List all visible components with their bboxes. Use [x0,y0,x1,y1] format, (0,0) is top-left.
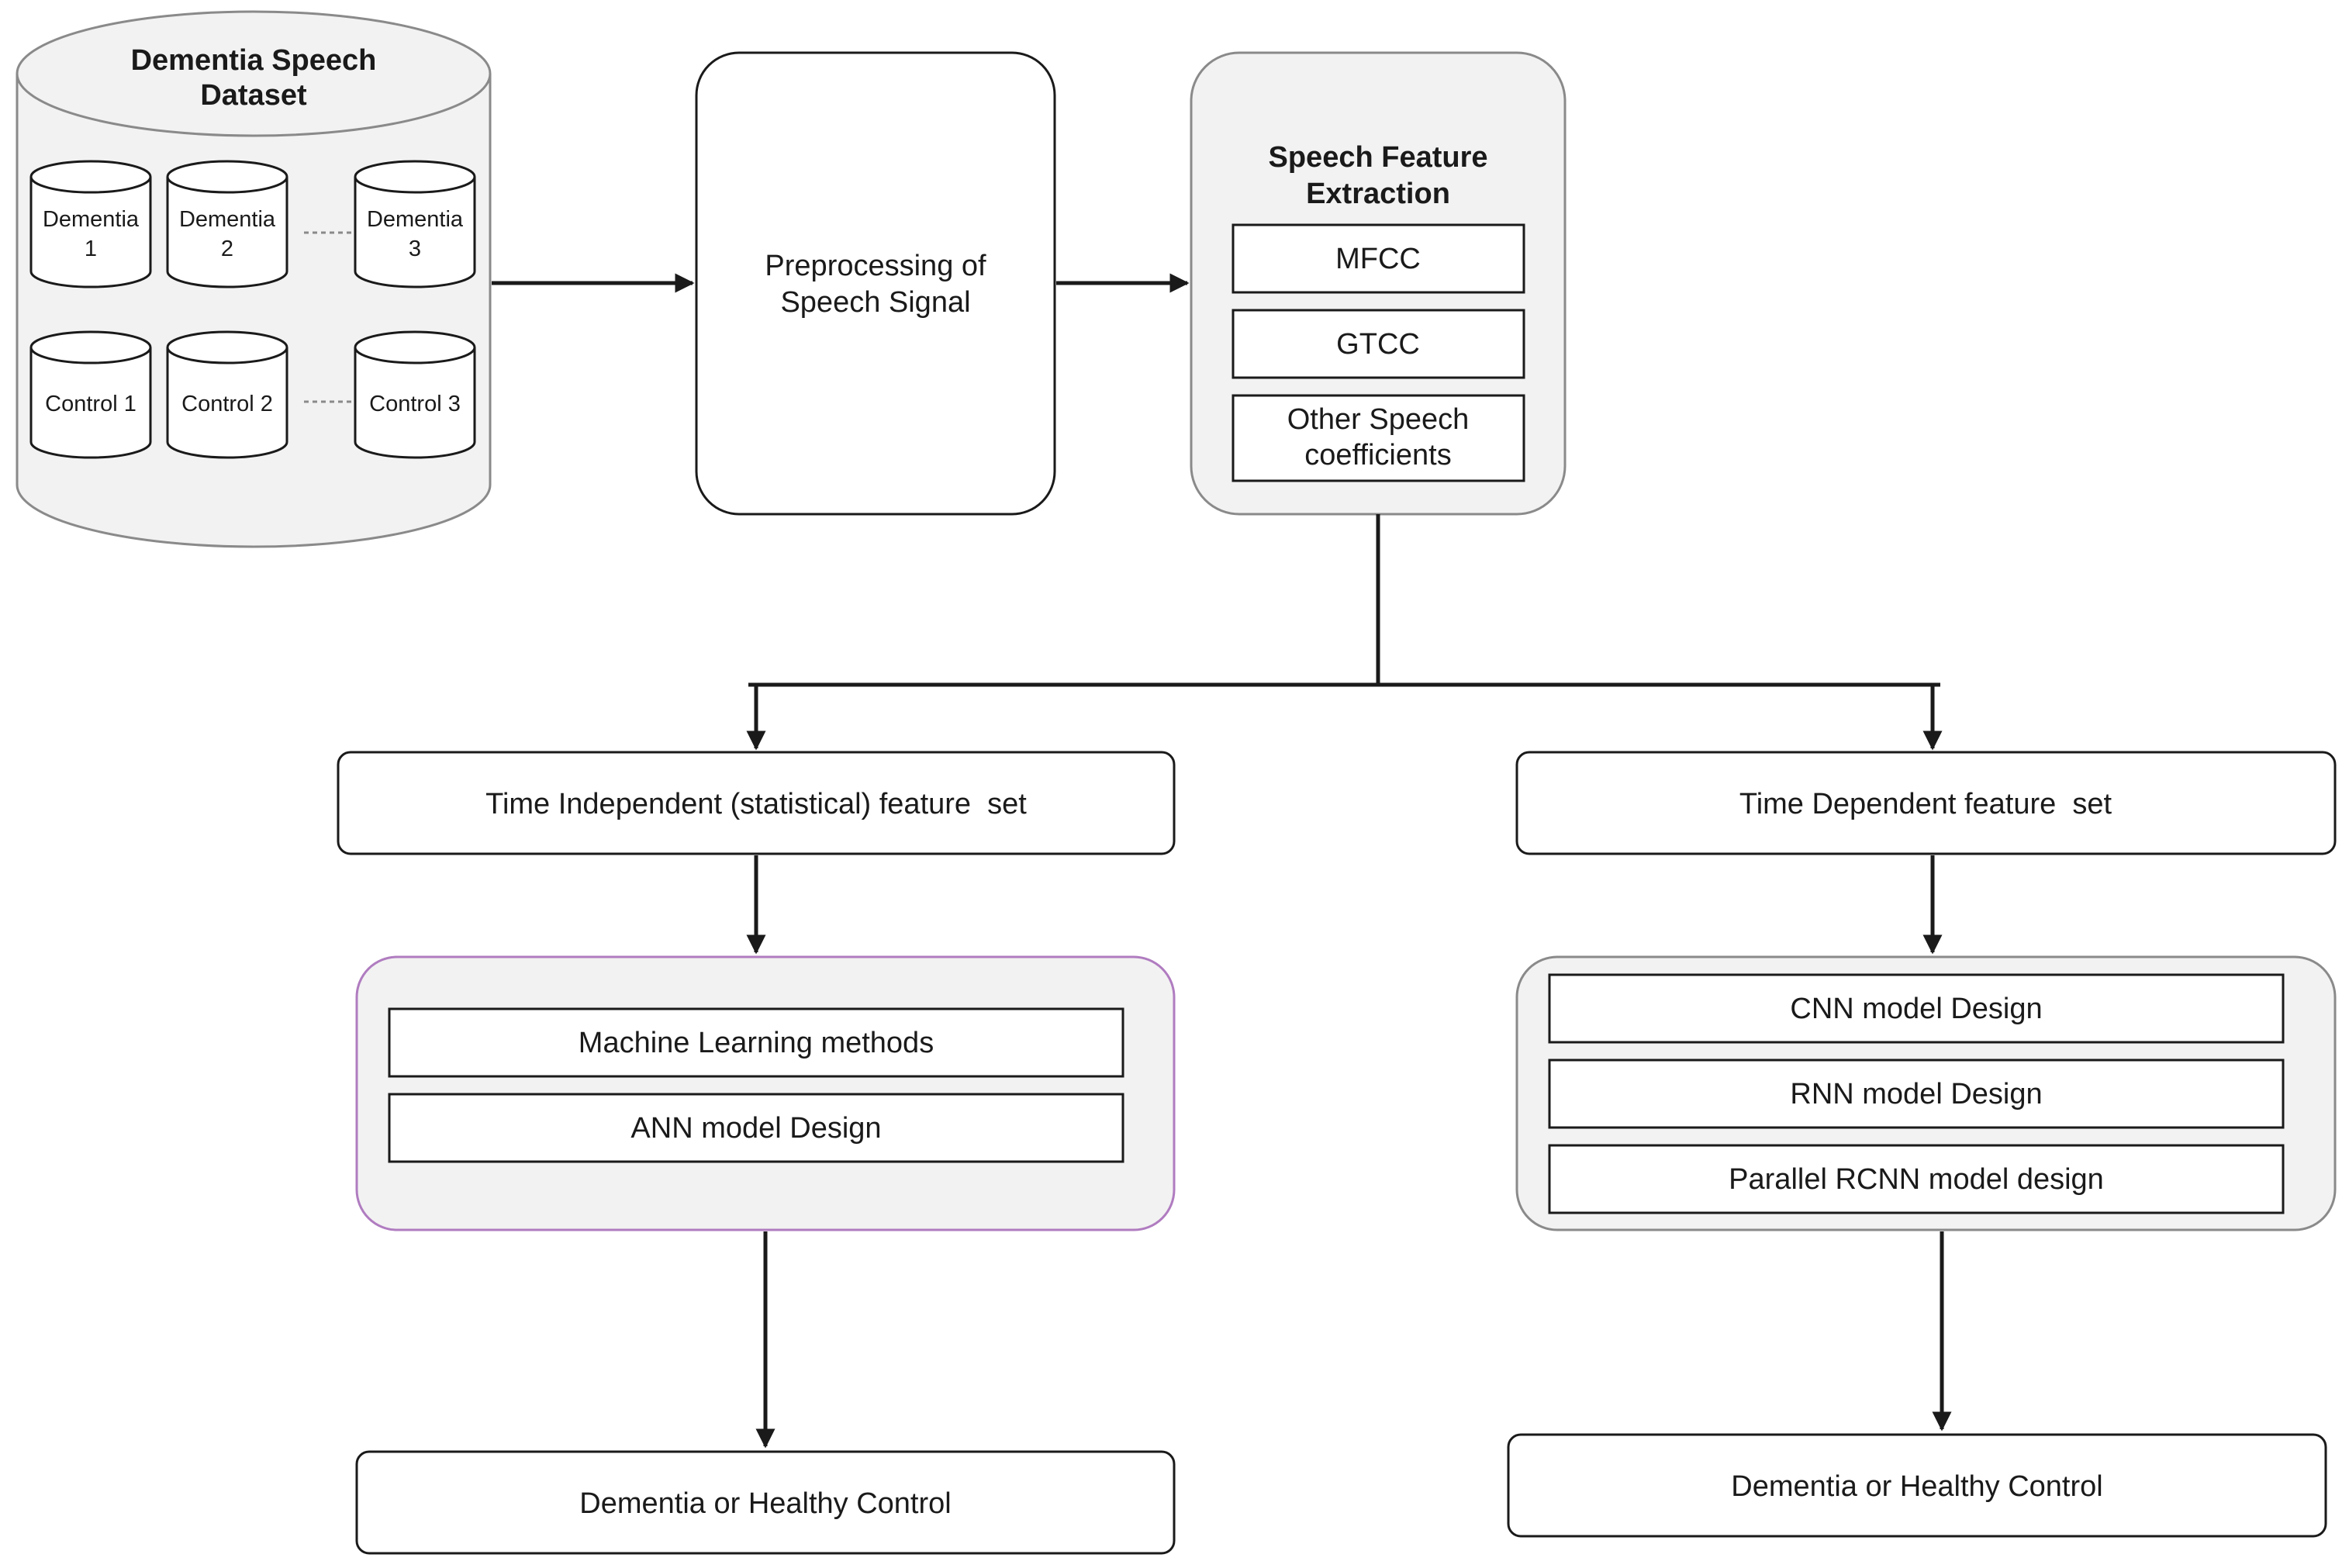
time-independent-label: Time Independent (statistical) feature s… [485,788,1027,820]
left-output-label: Dementia or Healthy Control [579,1487,951,1520]
machine-learning-methods-label: Machine Learning methods [579,1027,934,1059]
extraction-title-line2: Extraction [1306,178,1450,210]
extraction-title-line1: Speech Feature [1269,141,1488,174]
dataset-title-line1: Dementia Speech [131,44,377,77]
gtcc-label: GTCC [1336,328,1420,361]
left-models-group: Machine Learning methods ANN model Desig… [355,955,1176,1231]
control-1-label: Control 1 [45,392,136,416]
other-coefficients-line2: coefficients [1304,439,1451,471]
machine-learning-methods-box: Machine Learning methods [388,1007,1124,1078]
time-dependent-feature-set-box: Time Dependent feature set [1515,751,2337,855]
ann-model-design-label: ANN model Design [630,1112,881,1145]
preprocessing-line2: Speech Signal [780,286,970,319]
other-coefficients-box: Other Speech coefficients [1231,394,1525,482]
preprocessing-box: Preprocessing of Speech Signal [695,51,1056,516]
right-output-label: Dementia or Healthy Control [1731,1470,2102,1503]
speech-feature-extraction-group: Speech Feature Extraction MFCC GTCC Othe… [1190,51,1567,516]
dementia-1-line1: Dementia [43,207,140,232]
gtcc-box: GTCC [1231,309,1525,379]
parallel-rcnn-model-design-box: Parallel RCNN model design [1548,1144,2285,1214]
dementia-1-line2: 1 [85,237,97,261]
rnn-model-design-label: RNN model Design [1790,1078,2042,1110]
mfcc-label: MFCC [1335,243,1421,275]
time-dependent-label: Time Dependent feature set [1739,788,2112,820]
dementia-2-line1: Dementia [179,207,276,232]
rnn-model-design-box: RNN model Design [1548,1059,2285,1129]
ann-model-design-box: ANN model Design [388,1093,1124,1163]
dementia-speech-dataset: Dementia Speech Dataset Dementia 1 Demen… [16,10,492,548]
dementia-3-cylinder: Dementia 3 [354,160,476,288]
control-2-label: Control 2 [181,392,273,416]
control-3-label: Control 3 [369,392,461,416]
dataset-title-line2: Dataset [200,79,307,112]
control-1-cylinder: Control 1 [29,330,152,459]
left-output-box: Dementia or Healthy Control [355,1450,1176,1555]
cnn-model-design-box: CNN model Design [1548,973,2285,1044]
right-output-box: Dementia or Healthy Control [1507,1433,2327,1538]
other-coefficients-line1: Other Speech [1287,403,1469,436]
time-independent-feature-set-box: Time Independent (statistical) feature s… [337,751,1176,855]
cnn-model-design-label: CNN model Design [1790,993,2042,1025]
preprocessing-line1: Preprocessing of [765,250,986,282]
right-models-group: CNN model Design RNN model Design Parall… [1515,955,2337,1231]
dementia-3-line1: Dementia [367,207,464,232]
control-2-cylinder: Control 2 [166,330,288,459]
mfcc-box: MFCC [1231,223,1525,294]
control-3-cylinder: Control 3 [354,330,476,459]
dementia-2-cylinder: Dementia 2 [166,160,288,288]
parallel-rcnn-model-design-label: Parallel RCNN model design [1729,1163,2104,1196]
split-connector [746,514,1943,751]
dementia-3-line2: 3 [409,237,421,261]
dementia-1-cylinder: Dementia 1 [29,160,152,288]
dementia-2-line2: 2 [221,237,233,261]
